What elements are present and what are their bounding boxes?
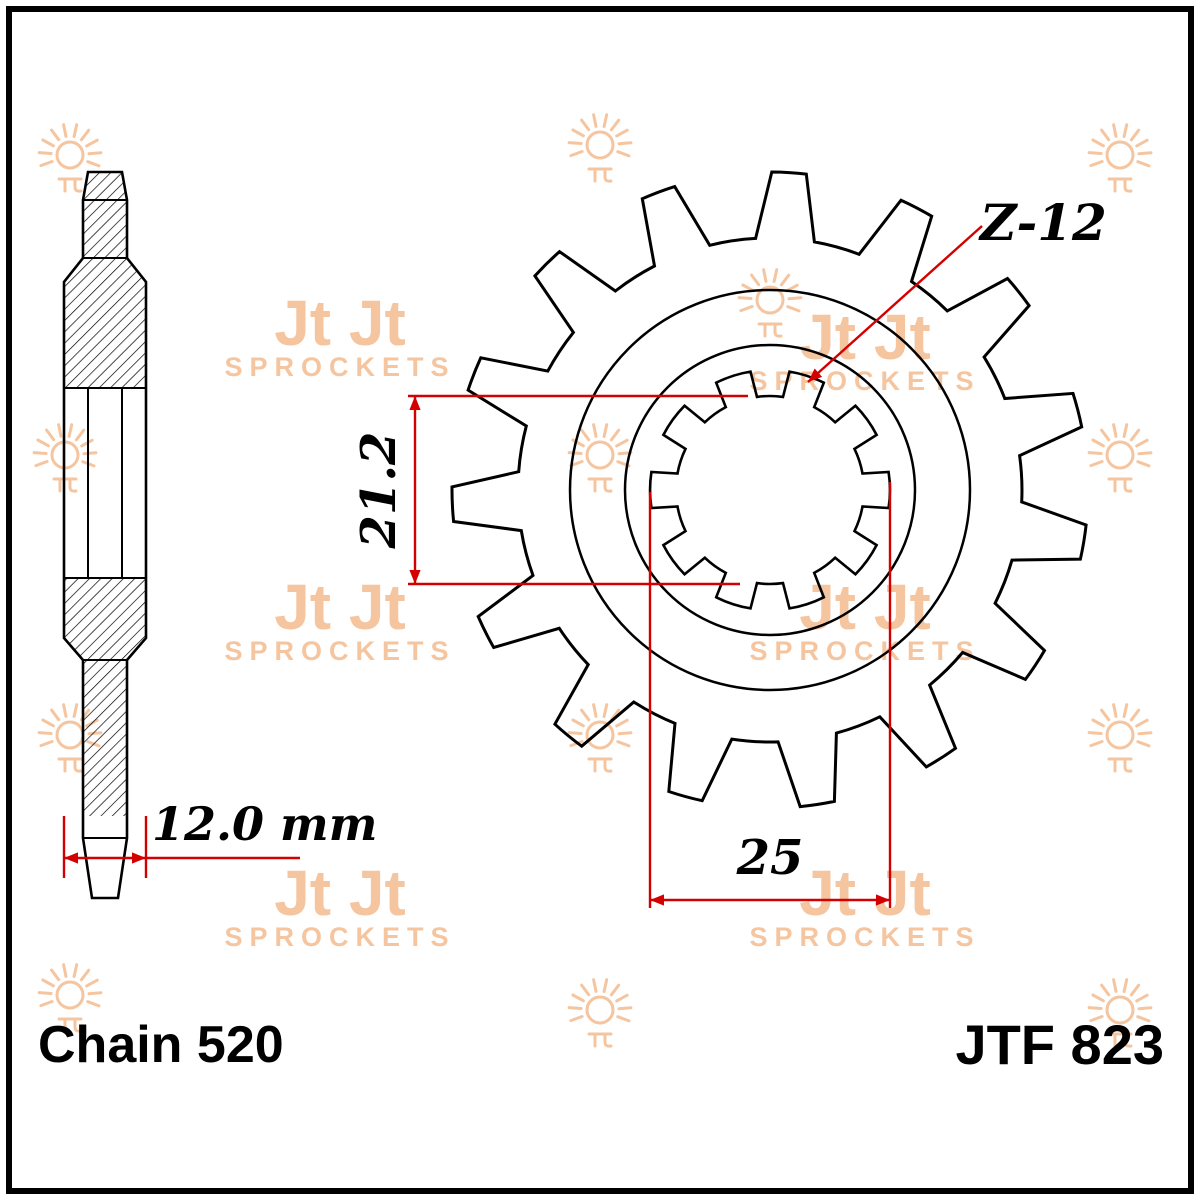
- hub-width-label: 12.0 mm: [152, 797, 377, 851]
- gear-body-circles: [568, 288, 972, 692]
- watermark-sun-icon: [32, 423, 98, 493]
- watermark-logo-text: Jt Jt: [274, 287, 406, 359]
- watermark-sun-icon: [1087, 423, 1153, 493]
- sprocket-front-view: [450, 170, 1088, 809]
- watermark-sun-icon: [1087, 123, 1153, 193]
- chain-size-label: Chain 520: [38, 1016, 284, 1074]
- watermark-sun-icon: [1087, 703, 1153, 773]
- spline-bore-outline: [648, 370, 892, 610]
- watermark-sun-icon: [37, 123, 103, 193]
- dimension-lines: [62, 225, 983, 908]
- section-hatch-top: [64, 172, 146, 388]
- watermark-sun-icon: [37, 963, 103, 1033]
- bore-diameter-label: 21.2: [351, 432, 407, 550]
- watermark-logo-text: Jt Jt: [274, 857, 406, 929]
- watermark-sun-icon: [737, 268, 803, 338]
- gear-body-circle: [568, 288, 972, 692]
- gear-teeth-outline: [450, 170, 1088, 809]
- sprocket-side-section-view: [62, 170, 148, 900]
- watermark-sun-icon: [567, 978, 633, 1048]
- watermark-logo-text: Jt Jt: [799, 571, 931, 643]
- teeth-leader-arrow: [807, 225, 983, 383]
- section-internal-lines: [64, 199, 146, 839]
- watermark-logo-subtext: SPROCKETS: [224, 352, 455, 382]
- watermark-logo-text: Jt Jt: [274, 571, 406, 643]
- section-hatch-bottom: [64, 578, 146, 816]
- watermark-logo-subtext: SPROCKETS: [224, 922, 455, 952]
- watermark-logo-subtext: SPROCKETS: [749, 922, 980, 952]
- watermark-sun-icon: [567, 423, 633, 493]
- part-number-label: JTF 823: [955, 1013, 1164, 1076]
- image-border: [6, 6, 1194, 1194]
- section-outline: [62, 170, 148, 900]
- watermark-sun-icon: [567, 113, 633, 183]
- watermark-logo-subtext: SPROCKETS: [224, 636, 455, 666]
- watermark-sun-icon: [1087, 978, 1153, 1048]
- watermark-logo-text: Jt Jt: [799, 301, 931, 373]
- watermark-sun-icon: [567, 703, 633, 773]
- watermark-logo-subtext: SPROCKETS: [749, 636, 980, 666]
- spline-diameter-label: 25: [736, 830, 804, 886]
- teeth-count-label: Z-12: [978, 193, 1107, 252]
- watermark-logo-text: Jt Jt: [799, 857, 931, 929]
- gear-body-circle: [623, 343, 917, 637]
